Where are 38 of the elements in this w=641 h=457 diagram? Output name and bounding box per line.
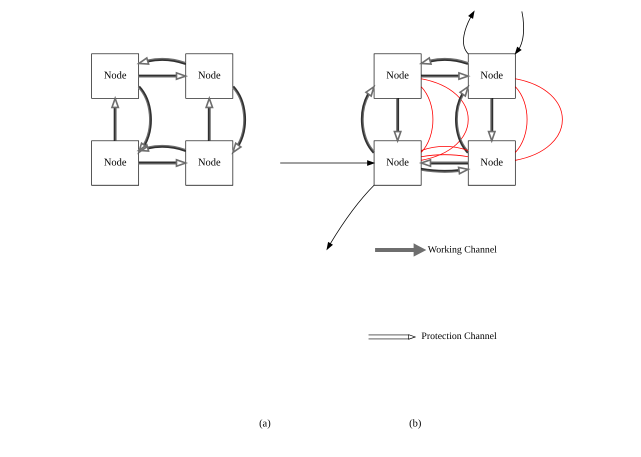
connector [514,78,562,161]
connector [420,154,468,158]
arrow [230,86,246,154]
arrow [138,158,188,168]
arrow [462,10,474,54]
node-box: Node [90,140,139,186]
connector [514,86,527,153]
arrow [136,86,152,154]
arrow [360,84,375,154]
label: (a) [258,418,270,430]
arrow [136,144,186,152]
node-box: Node [184,54,233,99]
connector [420,86,433,153]
label: (b) [408,418,421,430]
node-box: Node [373,54,421,99]
arrow [279,160,375,166]
node-box: Node [373,140,421,186]
arrow [392,98,402,144]
arrow [418,158,468,168]
arrow [486,98,496,144]
legend-label: Protection Channel [420,331,496,342]
arrow [418,56,468,65]
arrow [420,72,470,80]
arrow [136,56,186,65]
arrow [204,96,214,141]
connector [420,146,468,151]
node-box: Node [184,140,233,186]
node-box: Node [467,140,516,186]
arrow [420,166,470,176]
legend-label: Working Channel [427,244,496,256]
arrow [110,96,119,141]
node-box: Node [90,54,139,99]
arrow [514,11,524,55]
arrow [326,184,374,250]
arrow [454,84,470,154]
node-box: Node [467,54,516,99]
arrow [138,72,188,80]
connector [420,78,468,161]
